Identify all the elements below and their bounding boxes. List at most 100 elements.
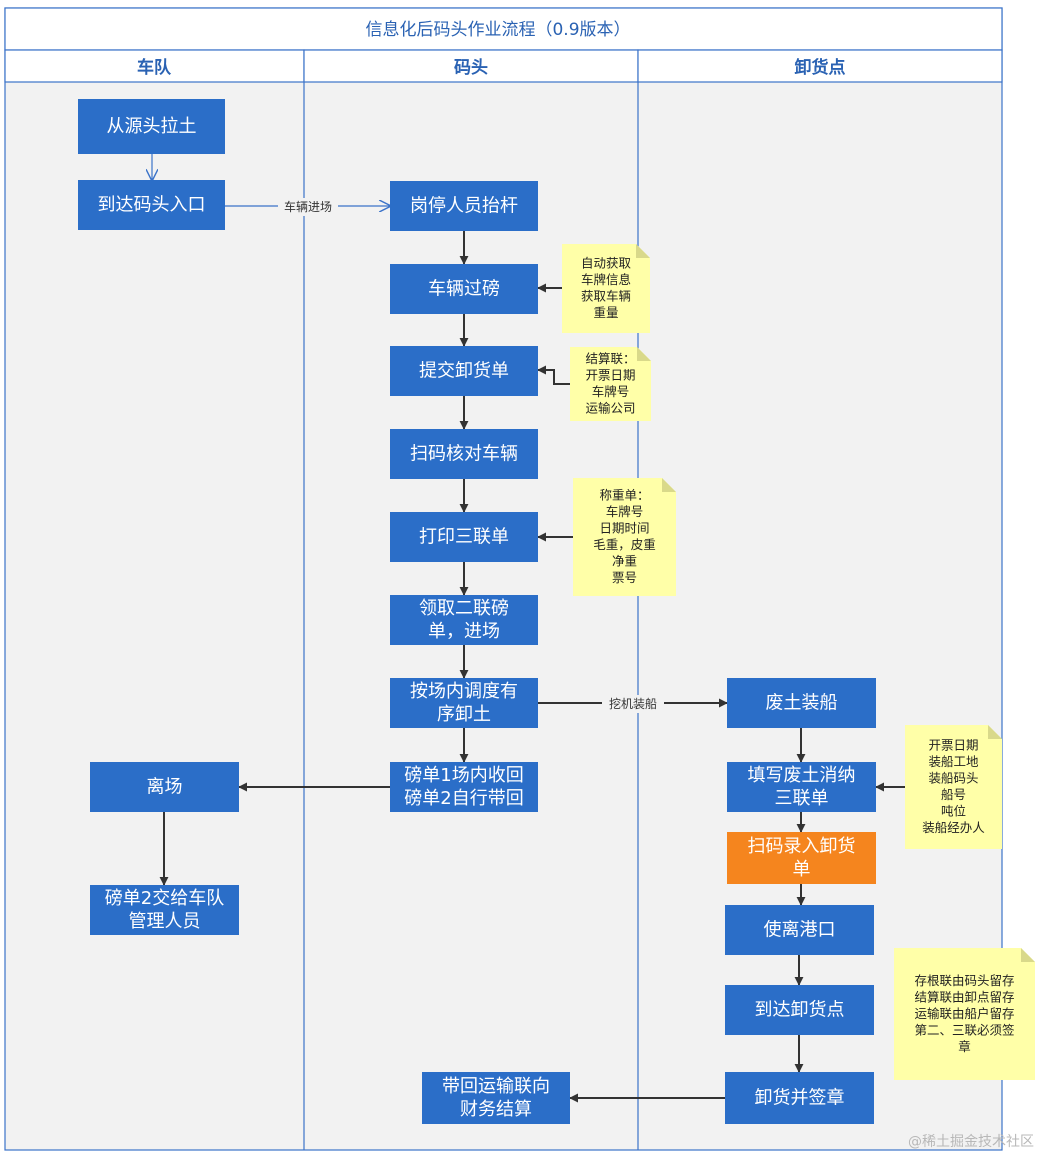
sticky-note-line: 结算联： (585, 351, 635, 366)
sticky-note-line: 装船工地 (928, 754, 979, 769)
sticky-note-fold (662, 478, 676, 492)
sticky-note-line: 称重单： (599, 488, 649, 503)
sticky-note-line: 车牌号 (606, 504, 644, 519)
process-box-label: 岗停人员抬杆 (410, 196, 518, 217)
sticky-note-line: 毛重，皮重 (593, 537, 656, 552)
process-box-label: 带回运输联向 (442, 1076, 550, 1097)
lane-label-fleet: 车队 (137, 57, 172, 78)
process-box-label: 车辆过磅 (428, 279, 500, 300)
process-box-label: 扫码录入卸货 (748, 836, 856, 857)
process-box: 到达码头入口 (78, 180, 225, 230)
sticky-note-line: 日期时间 (599, 521, 649, 536)
edge-label-vehicle-entry-bg (278, 198, 338, 216)
sticky-note-line: 吨位 (941, 804, 966, 819)
process-box-label: 从源头拉土 (107, 116, 197, 137)
process-box-label: 领取二联磅 (419, 598, 509, 619)
process-box-label: 打印三联单 (419, 527, 509, 548)
process-box-label: 填写废土消纳 (748, 765, 856, 786)
sticky-note-line: 开票日期 (928, 738, 978, 753)
lane-header-fleet (4, 49, 305, 83)
sticky-note-line: 装船码头 (928, 771, 978, 786)
process-box: 卸货并签章 (725, 1072, 874, 1124)
process-box: 岗停人员抬杆 (390, 181, 538, 231)
process-box-rect (725, 1072, 874, 1124)
edge-note2-to-submit (537, 365, 570, 385)
sticky-note-body (905, 725, 1002, 849)
edge-label-vehicle-entry: 车辆进场 (278, 198, 338, 216)
sticky-note-line: 票号 (612, 570, 637, 585)
sticky-note-body (570, 347, 651, 421)
sticky-note-line: 装船经办人 (922, 820, 985, 835)
process-box: 废土装船 (727, 678, 876, 728)
process-box-label: 磅单1场内收回 (404, 765, 523, 786)
process-box-label: 序卸土 (437, 704, 491, 725)
sticky-note-fold (1021, 948, 1035, 962)
edge-label-excavator-loading-bg (602, 695, 664, 713)
process-box-rect (390, 595, 538, 645)
process-box: 离场 (90, 762, 239, 812)
process-box-label: 管理人员 (129, 911, 201, 932)
process-box-rect (90, 762, 239, 812)
process-box-rect (90, 885, 239, 935)
sticky-note-line: 存根联由码头留存 (914, 973, 1014, 988)
sticky-note-fold (637, 347, 651, 361)
process-box: 到达卸货点 (725, 985, 874, 1035)
process-box-label: 提交卸货单 (419, 361, 509, 382)
process-box-label: 扫码核对车辆 (410, 444, 518, 465)
process-box-label: 磅单2自行带回 (404, 788, 523, 809)
process-box-label: 废土装船 (766, 693, 838, 714)
process-box-label: 到达卸货点 (755, 1000, 845, 1021)
edge-label-excavator-loading: 挖机装船 (602, 695, 664, 713)
sticky-note-body (562, 244, 650, 333)
process-box-label: 单，进场 (428, 621, 500, 642)
sticky-note-line: 船号 (941, 787, 966, 802)
process-box-rect (390, 429, 538, 479)
sticky-note-line: 车牌号 (592, 384, 630, 399)
process-box-label: 财务结算 (460, 1099, 532, 1120)
process-box-label: 使离港口 (764, 920, 836, 941)
sticky-note-line: 章 (958, 1039, 971, 1054)
process-box-rect (390, 264, 538, 314)
process-box-rect (422, 1072, 570, 1124)
edge-label-vehicle-entry-text: 车辆进场 (284, 199, 332, 214)
sticky-note-body (573, 478, 676, 596)
process-box-rect (390, 346, 538, 396)
process-box-label: 磅单2交给车队 (105, 888, 224, 909)
process-box-label: 卸货并签章 (755, 1088, 845, 1109)
process-box-label: 单 (793, 859, 811, 880)
sticky-note-line: 第二、三联必须签 (914, 1022, 1015, 1037)
sticky-note-body (894, 948, 1035, 1080)
lane-header-unload (637, 49, 1003, 83)
process-box-rect (727, 678, 876, 728)
lane-label-wharf: 码头 (454, 58, 488, 78)
edge-label-excavator-loading-text: 挖机装船 (609, 696, 657, 711)
sticky-note-line: 车牌信息 (581, 272, 631, 287)
process-box-label: 三联单 (775, 788, 829, 809)
sticky-note-line: 开票日期 (585, 368, 635, 383)
sticky-note-line: 结算联由卸点留存 (914, 989, 1014, 1004)
process-box: 打印三联单 (390, 512, 538, 562)
process-box-label: 到达码头入口 (98, 195, 206, 216)
process-box-label: 按场内调度有 (410, 681, 518, 702)
sticky-note-fold (636, 244, 650, 258)
watermark: @稀土掘金技术社区 (908, 1134, 1034, 1150)
process-box-rect (725, 985, 874, 1035)
process-box-rect (390, 181, 538, 231)
process-box: 扫码核对车辆 (390, 429, 538, 479)
process-box: 使离港口 (725, 905, 874, 955)
process-box-rect (725, 905, 874, 955)
title-bar (4, 7, 1003, 51)
process-box-rect (727, 762, 876, 812)
